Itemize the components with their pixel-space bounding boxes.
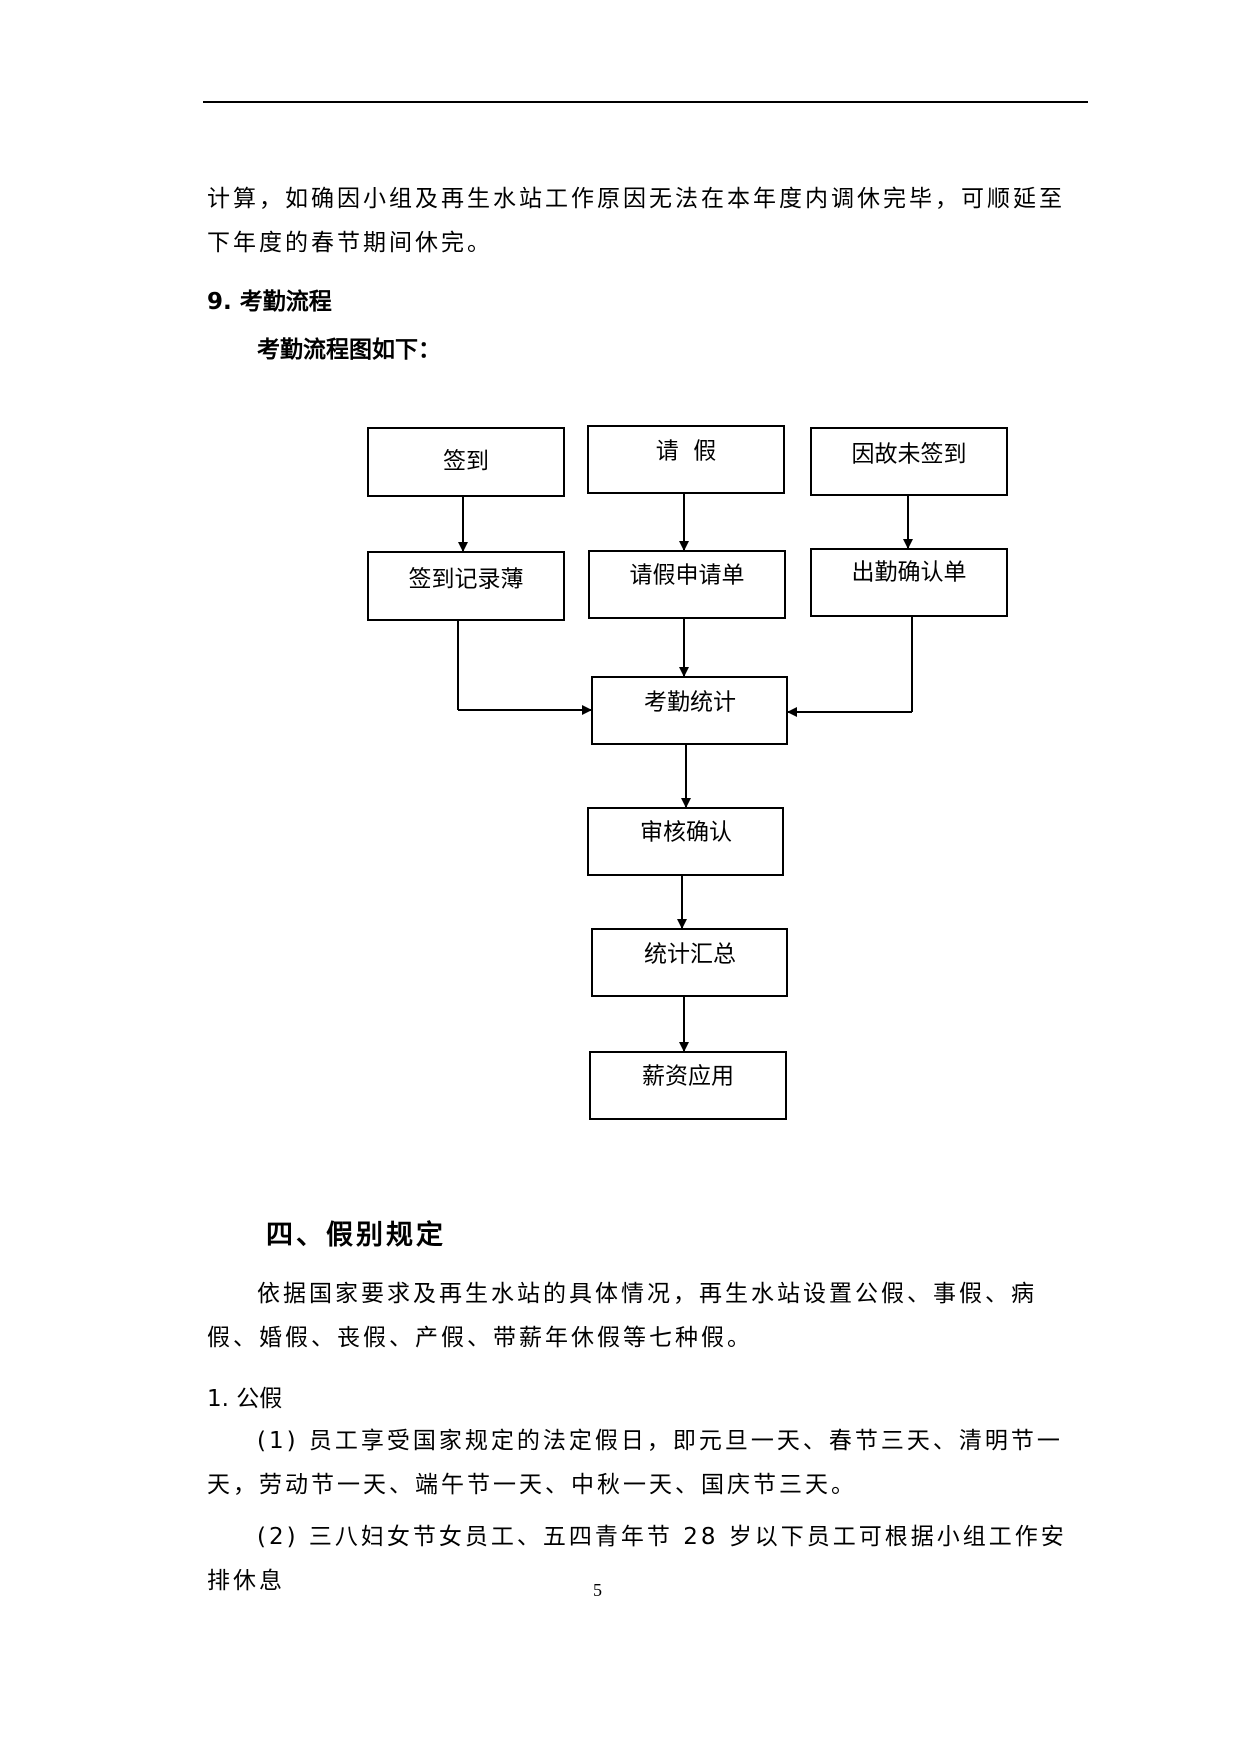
leave-box (587, 425, 785, 494)
header-rule (203, 101, 1088, 103)
page-number: 5 (593, 1580, 602, 1600)
continuation-paragraph: 计算，如确因小组及再生水站工作原因无法在本年度内调休完毕，可顺延至下年度的春节期… (207, 186, 1065, 256)
payroll-label: 薪资应用 (642, 1064, 734, 1090)
summary-label: 统计汇总 (644, 942, 736, 968)
stats-box (591, 676, 788, 745)
leave-form-box (588, 550, 786, 619)
signin-record-label: 签到记录薄 (409, 567, 524, 593)
missed-signin-label: 因故未签到 (852, 442, 967, 468)
leave-label: 请 假 (656, 439, 717, 465)
missed-signin-box (810, 427, 1008, 496)
attendance-confirm-box (810, 548, 1008, 617)
item-1-paragraph: (1) 员工享受国家规定的法定假日，即元旦一天、春节三天、清明节一天，劳动节一天… (207, 1428, 1063, 1498)
signin-label: 签到 (443, 449, 489, 475)
item-2-paragraph: (2) 三八妇女节女员工、五四青年节 28 岁以下员工可根据小组工作安排休息 (207, 1524, 1067, 1594)
review-box (587, 807, 784, 876)
signin-box (367, 427, 565, 497)
signin-record-box (367, 551, 565, 621)
leave-form-label: 请假申请单 (630, 563, 745, 589)
review-label: 审核确认 (640, 820, 732, 846)
flowchart-intro: 考勤流程图如下： (257, 337, 441, 363)
section-9-heading: 9. 考勤流程 (207, 289, 332, 315)
section-4-intro: 依据国家要求及再生水站的具体情况，再生水站设置公假、事假、病假、婚假、丧假、产假… (207, 1281, 1037, 1351)
stats-label: 考勤统计 (644, 690, 736, 716)
attendance-confirm-label: 出勤确认单 (852, 560, 967, 586)
summary-box (591, 928, 788, 997)
payroll-box (589, 1051, 787, 1120)
section-4-title: 四、假别规定 (266, 1220, 446, 1251)
sub-heading-public-holiday: 1. 公假 (207, 1386, 283, 1412)
